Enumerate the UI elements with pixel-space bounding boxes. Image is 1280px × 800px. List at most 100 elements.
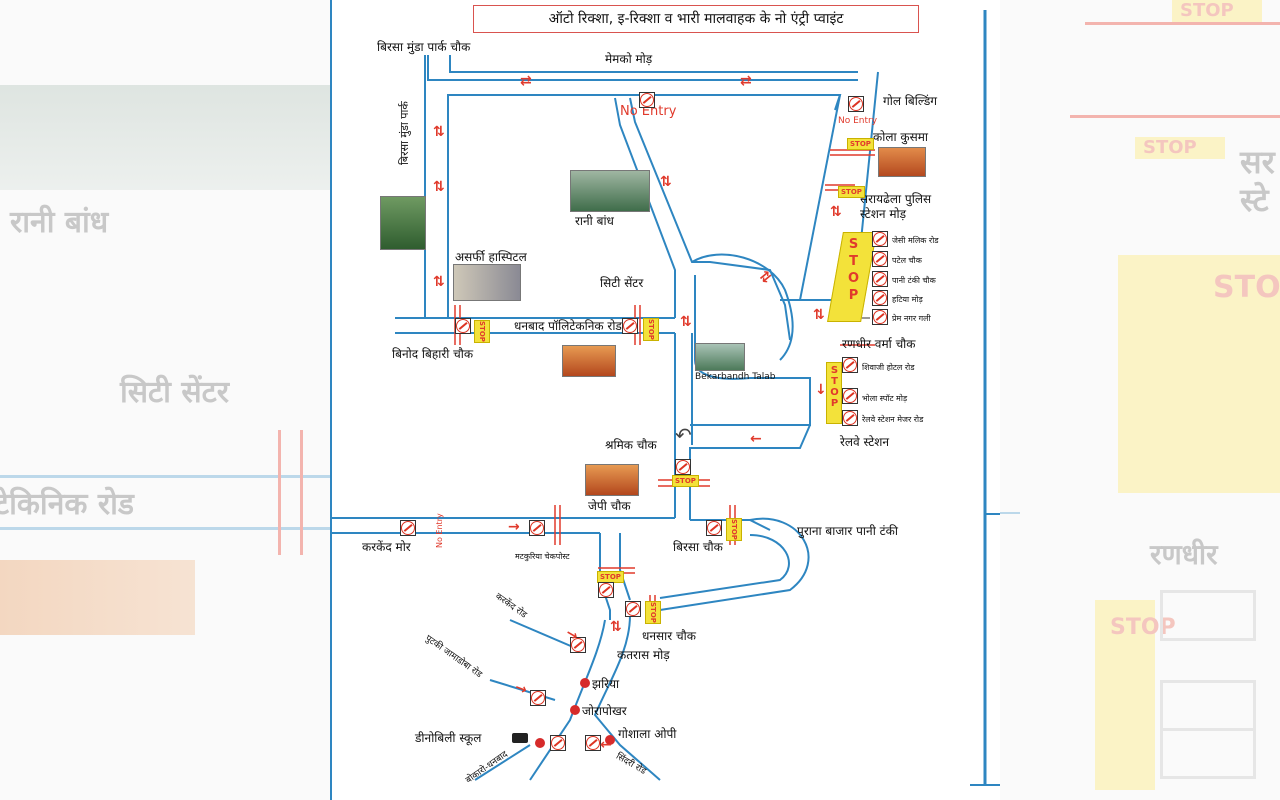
no-entry-icon [706,520,722,536]
label-jp-chowk: जेपी चौक [588,499,631,513]
background-noentry-box [1160,590,1256,641]
photo-polytechnic-idol [562,345,616,377]
no-entry-symbol [873,252,887,266]
label-rani-bandh: रानी बांध [575,214,614,228]
restriction-item: प्रेम नगर गली [892,314,931,323]
no-entry-icon [842,357,858,373]
stop-tag-city-center: STOP [643,318,659,341]
no-entry-icon [842,388,858,404]
photo-asarfi-hospital [453,264,521,301]
marker-dinobili-school [535,738,545,748]
no-entry-icon [530,690,546,706]
background-right-panel: STOP STOP सर स्टे STOP रणधीर STOP [1000,0,1280,800]
no-entry-symbol [531,691,545,705]
school-bus-icon [512,733,528,743]
stop-tag-saraidhela: STOP [838,186,865,198]
no-entry-icon [585,735,601,751]
stop-tag-binod-bihari: STOP [474,320,490,343]
restriction-item: रेलवे स्टेशन मेजर रोड [862,415,924,424]
background-stop-line-2 [300,430,303,555]
no-entry-icon [675,459,691,475]
no-entry-icon [529,520,545,536]
one-way-arrow-icon: → [508,519,520,535]
restriction-item: भोला स्पॉट मोड़ [862,394,908,403]
no-entry-icon [598,582,614,598]
background-border-tick [1000,512,1020,514]
label-binod-bihari-chowk: बिनोद बिहारी चौक [392,347,474,361]
road-bokaro [529,619,606,781]
label-memko-mod: मेमको मोड़ [605,52,653,66]
background-label-rani-bandh: रानी बांध [10,205,109,240]
no-entry-symbol [456,319,470,333]
no-entry-symbol [843,389,857,403]
label-asarfi-hospital: असर्फी हास्पिटल [455,250,527,264]
road-memko-top-2 [449,55,858,73]
road-matkuria-down-2 [619,533,631,601]
label-no-entry-karkend: No Entry [435,513,444,548]
no-entry-symbol [843,411,857,425]
background-label-sa: सर [1240,143,1275,181]
restriction-item: पटेल चौक [892,256,922,265]
background-label-city-center: सिटी सेंटर [120,375,230,410]
no-entry-symbol [873,232,887,246]
no-entry-icon [842,410,858,426]
no-entry-icon [872,309,888,325]
no-entry-symbol [623,319,637,333]
road-bokaro-left [474,744,531,781]
no-entry-icon [872,271,888,287]
road-memko-top [427,55,858,81]
label-railway-station: रेलवे स्टेशन [840,435,890,449]
background-stop-sign-2: STOP [1135,137,1225,159]
two-way-arrow-icon: ⇅ [830,204,842,220]
two-way-arrow-icon: ⇅ [433,274,445,290]
label-saraidhela-1: सरायढेला पुलिस [860,192,932,206]
no-entry-symbol [873,272,887,286]
no-entry-icon [400,520,416,536]
restriction-item: हटिया मोड़ [892,295,923,304]
one-way-arrow-icon: ← [600,737,612,753]
no-entry-symbol [707,521,721,535]
label-birsa-chowk: बिरसा चौक [673,540,723,554]
no-entry-symbol [849,97,863,111]
label-no-entry-gol: No Entry [838,116,878,126]
no-entry-symbol [530,521,544,535]
no-entry-icon [872,231,888,247]
background-durga-photo [0,560,195,635]
no-entry-icon [848,96,864,112]
one-way-arrow-icon: ↓ [815,382,827,398]
no-entry-symbol [873,291,887,305]
label-shramik-chowk: श्रमिक चौक [605,438,657,452]
stop-tag-shramik: STOP [672,475,699,487]
label-bekarbandh-talab: Bekarbandh Talab [695,372,776,382]
label-kola-kusma: कोला कुसमा [873,130,928,144]
label-dinobili-school: डीनोबिली स्कूल [415,731,482,745]
no-entry-icon [872,251,888,267]
marker-goshala-op [605,735,615,745]
road-loop-curve [691,253,794,361]
two-way-arrow-icon: ⇅ [433,179,445,195]
no-entry-icon [639,92,655,108]
no-entry-symbol [640,93,654,107]
no-entry-symbol [873,310,887,324]
restriction-item: जेसी मलिक रोड [892,236,939,245]
no-entry-icon [570,637,586,653]
label-dhansar-chowk: धनसार चौक [642,629,696,643]
background-label-randhir: रणधीर [1150,538,1218,571]
background-noentry-box-3 [1160,728,1256,779]
photo-birsa-munda-park [380,196,426,250]
no-entry-symbol [626,602,640,616]
label-matkuria-checkpost: मटकुरिया चेकपोस्ट [515,552,570,561]
restriction-item: पानी टंकी चौक [892,276,936,285]
road-birsa-park-left [395,55,426,319]
background-stop-sign-1: STOP [1172,0,1262,22]
no-entry-symbol [586,736,600,750]
label-birsa-munda-park-chowk: बिरसा मुंडा पार्क चौक [377,40,471,54]
label-saraidhela-2: स्टेशन मोड़ [860,207,907,221]
road-karkend-road [509,619,581,651]
two-way-arrow-icon: ⇄ [740,73,752,89]
stop-sign-randhir: STOP [826,362,842,424]
label-gol-building: गोल बिल्डिंग [883,94,938,108]
no-entry-icon [625,601,641,617]
background-stop-line [278,430,281,555]
background-stop-line-2 [1070,115,1280,118]
